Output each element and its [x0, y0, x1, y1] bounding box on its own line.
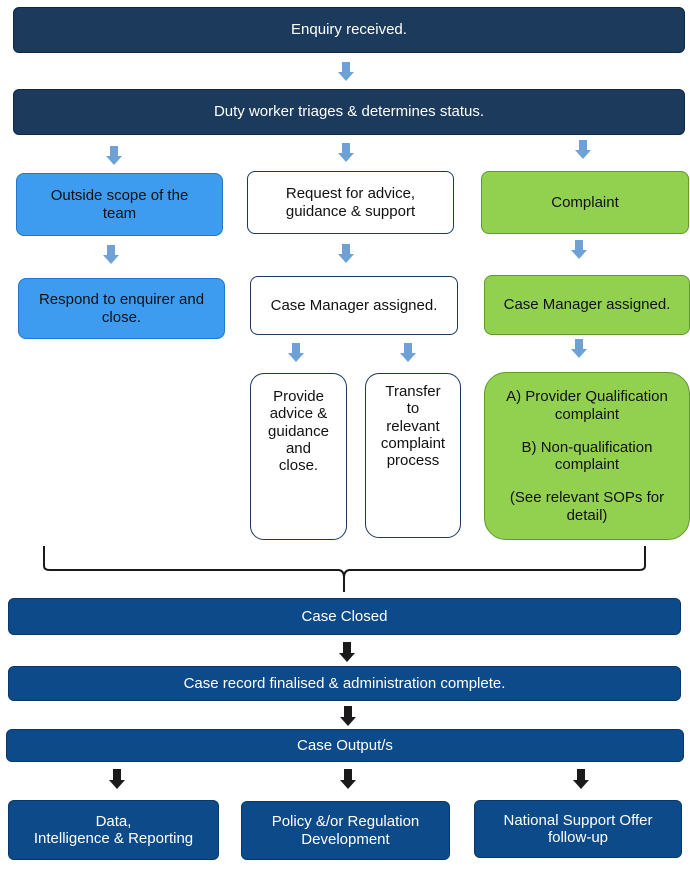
- respond-close-box: Respond to enquirer and close.: [18, 278, 225, 339]
- complaint-type-a: A) Provider Qualification complaint: [506, 388, 668, 423]
- data-reporting-box: Data, Intelligence & Reporting: [8, 800, 219, 860]
- national-support-box: National Support Offer follow-up: [474, 800, 682, 858]
- down-arrow-icon: [339, 642, 355, 662]
- down-arrow-icon: [571, 339, 587, 358]
- down-arrow-icon: [338, 143, 354, 162]
- down-arrow-icon: [340, 769, 356, 789]
- policy-regulation-box: Policy &/or Regulation Development: [241, 801, 450, 860]
- case-output-box: Case Output/s: [6, 729, 684, 762]
- transfer-box: Transfer to relevant complaint process: [365, 373, 461, 538]
- down-arrow-icon: [338, 244, 354, 263]
- case-closed-box: Case Closed: [8, 598, 681, 635]
- brace-connector: [43, 546, 646, 592]
- down-arrow-icon: [338, 62, 354, 81]
- down-arrow-icon: [288, 343, 304, 362]
- down-arrow-icon: [109, 769, 125, 789]
- case-manager-right-box: Case Manager assigned.: [484, 275, 690, 335]
- complaint-type-b: B) Non-qualification complaint: [521, 438, 653, 473]
- enquiry-received-box: Enquiry received.: [13, 7, 685, 53]
- case-manager-middle-box: Case Manager assigned.: [250, 276, 458, 335]
- request-advice-box: Request for advice, guidance & support: [247, 171, 454, 234]
- down-arrow-icon: [573, 769, 589, 789]
- provide-advice-box: Provide advice & guidance and close.: [250, 373, 347, 540]
- sop-note: (See relevant SOPs for detail): [509, 489, 665, 524]
- down-arrow-icon: [400, 343, 416, 362]
- case-record-box: Case record finalised & administration c…: [8, 666, 681, 701]
- down-arrow-icon: [575, 140, 591, 159]
- down-arrow-icon: [571, 240, 587, 259]
- complaint-box: Complaint: [481, 171, 689, 234]
- down-arrow-icon: [340, 706, 356, 726]
- outside-scope-box: Outside scope of the team: [16, 173, 223, 236]
- down-arrow-icon: [106, 146, 122, 165]
- down-arrow-icon: [103, 245, 119, 264]
- complaint-types-box: A) Provider Qualification complaint B) N…: [484, 372, 690, 540]
- duty-worker-box: Duty worker triages & determines status.: [13, 89, 685, 135]
